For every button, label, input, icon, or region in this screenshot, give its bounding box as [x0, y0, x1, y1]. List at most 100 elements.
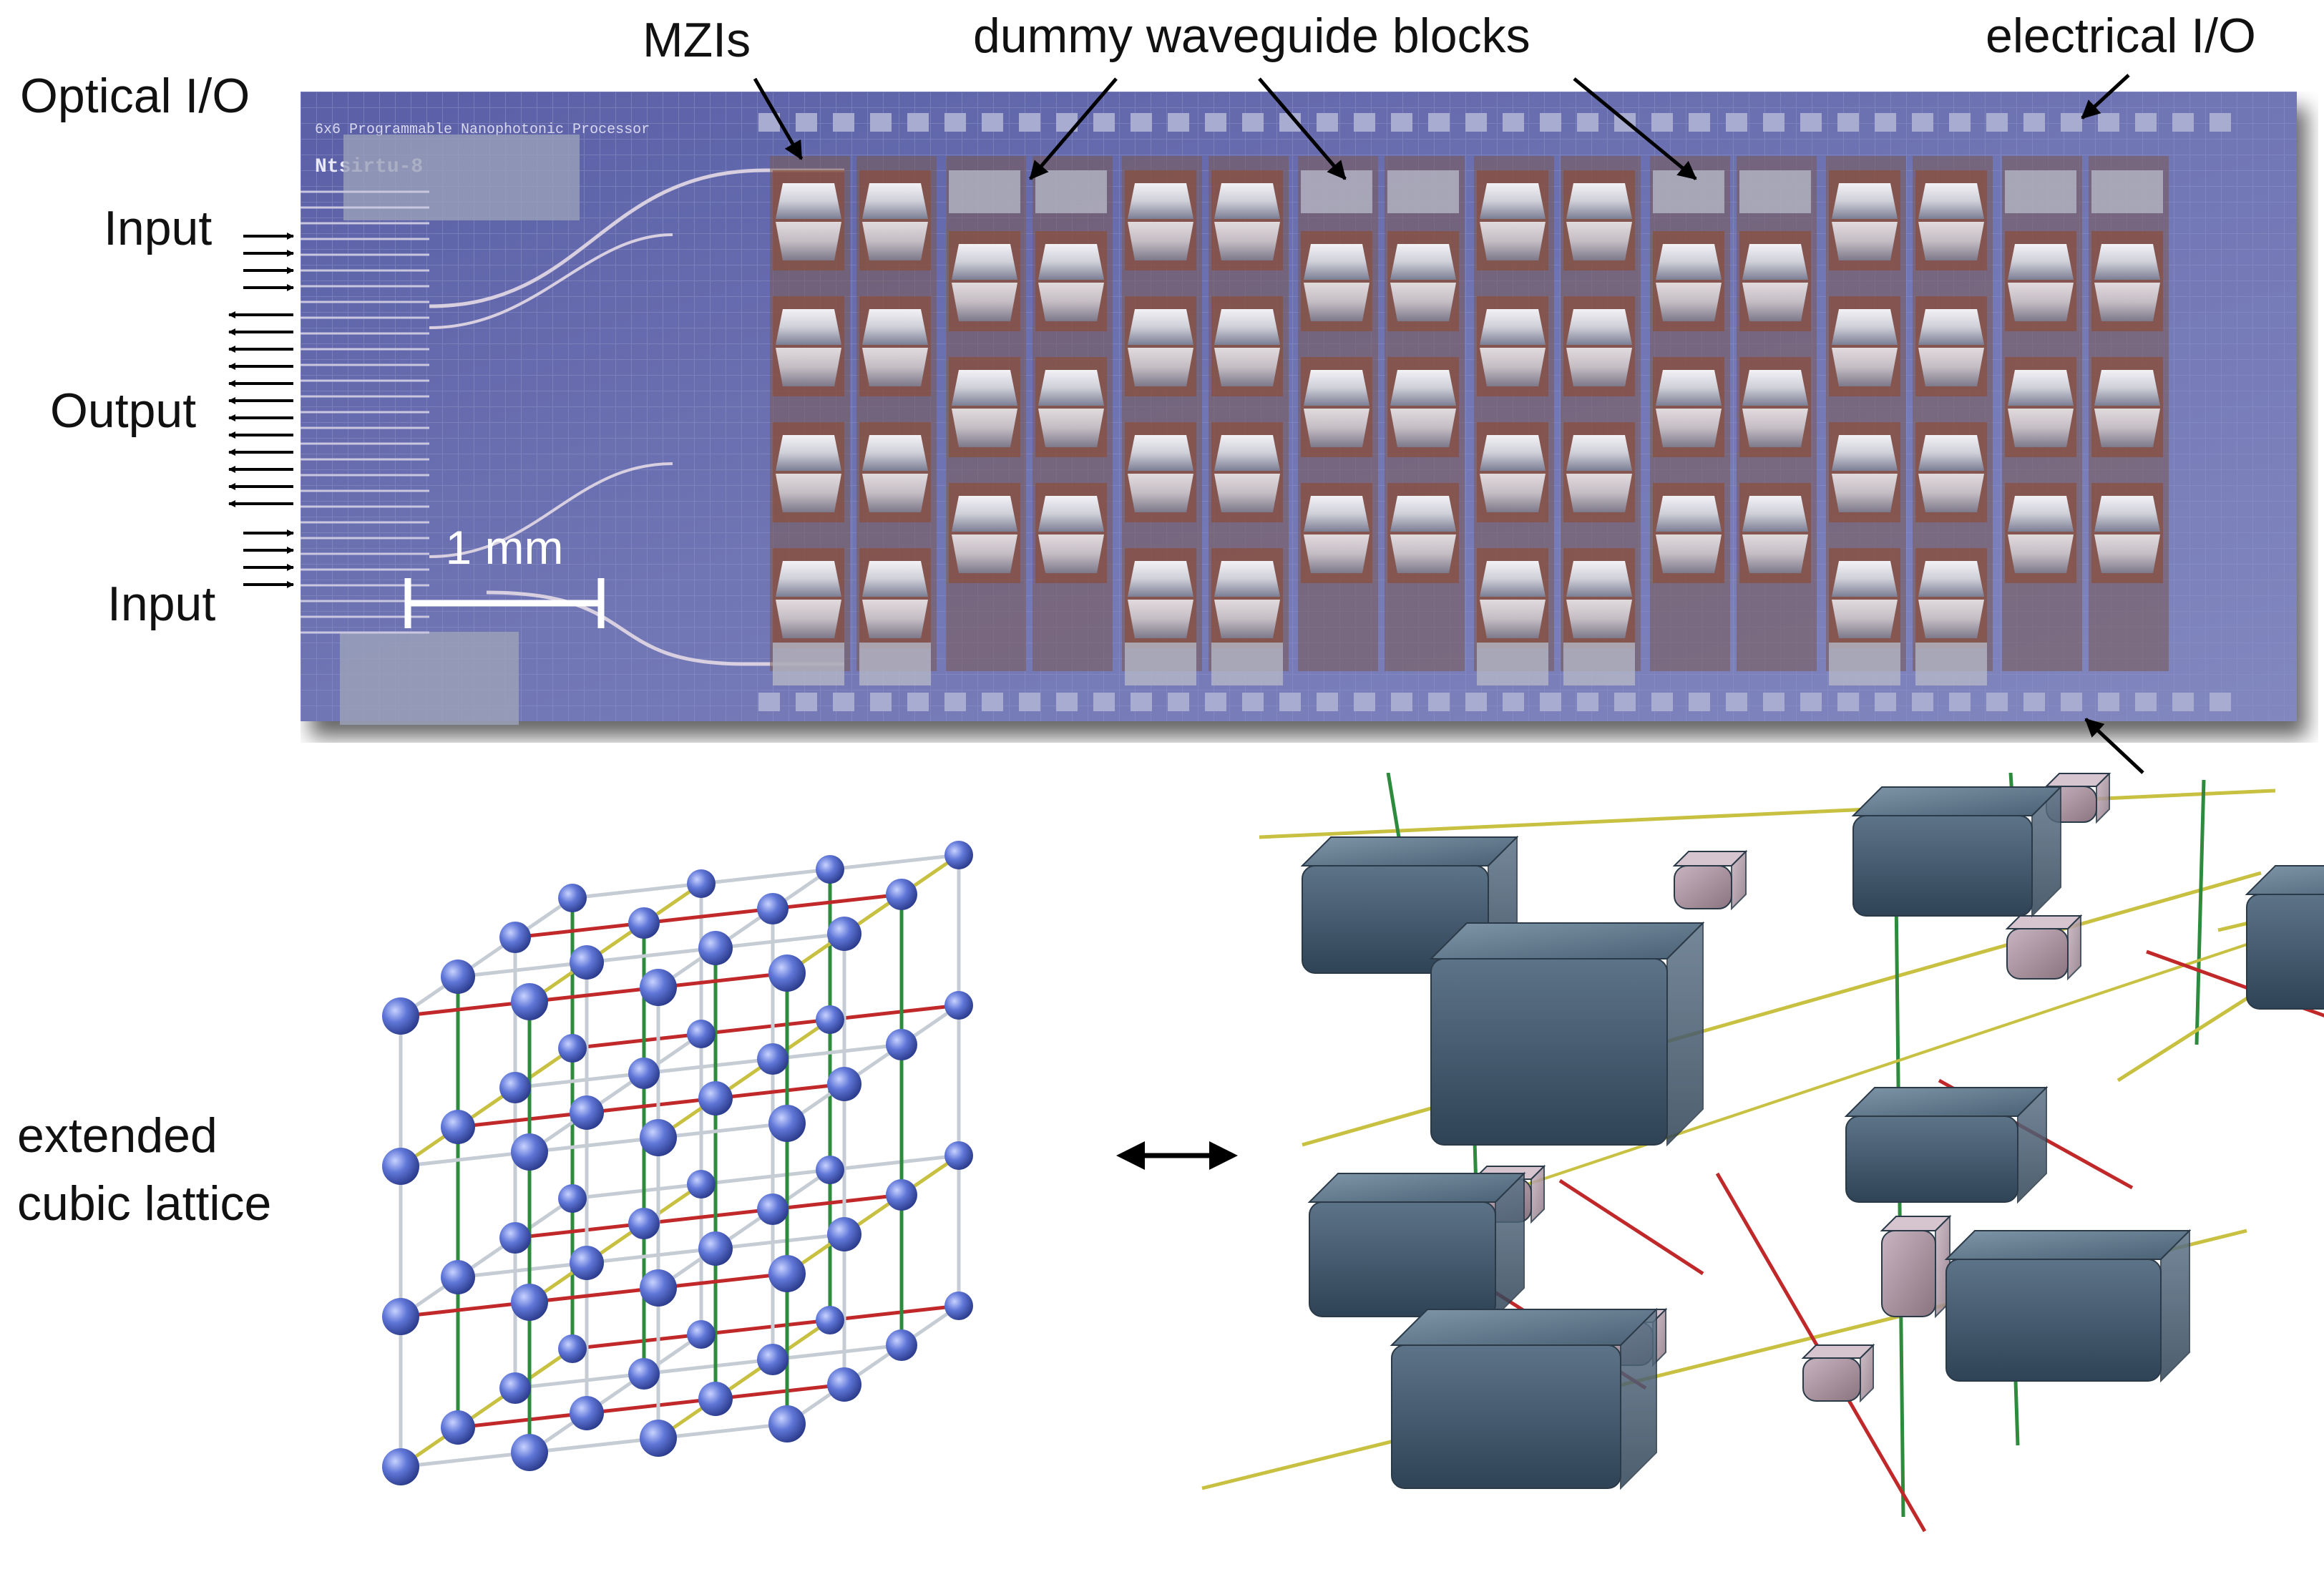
dummy-waveguide-block	[1829, 643, 1900, 685]
connector-cube	[1801, 1343, 1875, 1403]
electrical-pad	[1837, 693, 1859, 711]
connector-rod	[1894, 894, 1905, 1518]
mzi	[1563, 548, 1635, 648]
electrical-pad	[1986, 693, 2008, 711]
mzi	[1211, 296, 1283, 396]
electrical-pad	[1131, 113, 1152, 132]
mzi	[2005, 357, 2076, 457]
mzi	[1563, 296, 1635, 396]
lattice-node	[640, 969, 677, 1006]
mzi	[1653, 231, 1724, 331]
electrical-pad	[1651, 113, 1673, 132]
electrical-pad	[1168, 693, 1189, 711]
lattice-node	[382, 997, 419, 1035]
electrical-pad	[2172, 693, 2194, 711]
electrical-pad	[1540, 113, 1561, 132]
electrical-pad	[870, 693, 892, 711]
mzi	[949, 231, 1020, 331]
lattice-edge	[586, 1096, 716, 1115]
electrical-pad	[1651, 693, 1673, 711]
mzi	[773, 296, 844, 396]
lattice-node	[827, 1367, 861, 1402]
mzi	[1301, 357, 1372, 457]
electrical-pad	[1614, 113, 1636, 132]
dummy-waveguide-block	[1915, 643, 1987, 685]
electrical-pad	[1317, 113, 1338, 132]
lattice-edge	[715, 1382, 845, 1401]
electrical-pad	[796, 113, 817, 132]
mzis-label: MZIs	[643, 13, 751, 67]
lattice-edge	[700, 1168, 831, 1186]
mzi	[1915, 296, 1987, 396]
electrical-pad	[907, 693, 929, 711]
mzi	[1739, 357, 1811, 457]
dummy-waveguide-block	[2005, 170, 2076, 213]
mzi	[1829, 296, 1900, 396]
mzi	[1387, 357, 1459, 457]
lattice-node	[558, 1334, 587, 1363]
electrical-pad	[2210, 693, 2231, 711]
electrical-pad	[1875, 693, 1896, 711]
dummy-waveguide-block	[949, 170, 1020, 213]
lattice-edge	[643, 1357, 773, 1376]
electrical-pad	[1503, 113, 1524, 132]
dummy-waveguide-blocks-label: dummy waveguide blocks	[973, 9, 1530, 63]
lattice-caption-line2: cubic lattice	[17, 1176, 272, 1231]
lattice-node	[698, 1382, 733, 1416]
electrical-pad	[944, 693, 966, 711]
mzi	[1563, 170, 1635, 270]
electrical-io-label: electrical I/O	[1986, 9, 2256, 63]
waveguide-block-3d-diagram	[1201, 773, 2324, 1533]
connector-cube	[1880, 1214, 1952, 1319]
electrical-pad	[1726, 693, 1747, 711]
lattice-edge	[529, 1286, 659, 1304]
lattice-node	[382, 1298, 419, 1335]
lattice-node	[558, 1034, 587, 1063]
lattice-edge	[658, 971, 788, 990]
lattice-edge	[400, 1150, 530, 1168]
dummy-waveguide-block	[859, 643, 931, 685]
electrical-pad	[2172, 113, 2194, 132]
electrical-pad	[1242, 693, 1264, 711]
lattice-edge	[529, 985, 659, 1004]
electrical-pad	[2061, 693, 2082, 711]
mzi	[859, 170, 931, 270]
lattice-node	[499, 1372, 531, 1404]
lattice-edge	[772, 1043, 902, 1061]
electrical-pad	[1168, 113, 1189, 132]
scale-bar: 1 mm	[404, 521, 605, 628]
lattice-node	[944, 1141, 973, 1170]
lattice-edge	[700, 1318, 831, 1337]
lattice-edge	[586, 1246, 716, 1265]
output-label: Output	[50, 384, 197, 438]
dummy-waveguide-block	[1211, 643, 1283, 685]
lattice-edge	[514, 921, 645, 939]
lattice-edge	[572, 882, 702, 900]
electrical-pad	[1503, 693, 1524, 711]
electrical-pad	[944, 113, 966, 132]
lattice-node	[827, 1217, 861, 1251]
electrical-pad	[2135, 113, 2157, 132]
chip-engraving-title: 6x6 Programmable Nanophotonic Processor	[315, 122, 650, 138]
electrical-pad	[1279, 113, 1301, 132]
electrical-pad	[1131, 693, 1152, 711]
mzi	[949, 357, 1020, 457]
lattice-edge	[586, 946, 716, 965]
mzi	[859, 422, 931, 522]
electrical-pad	[1986, 113, 2008, 132]
electrical-pad	[1056, 693, 1078, 711]
lattice-edge	[529, 1436, 659, 1455]
cubic-lattice-diagram	[382, 841, 973, 1485]
mzi	[2091, 357, 2163, 457]
lattice-node	[768, 955, 806, 992]
electrical-pad	[1428, 693, 1450, 711]
mzi	[1125, 422, 1196, 522]
lattice-edge	[715, 932, 845, 950]
lattice-edge	[715, 1232, 845, 1251]
lattice-node	[687, 1020, 716, 1048]
lattice-node	[570, 1095, 604, 1130]
lattice-node	[827, 917, 861, 951]
lattice-node	[382, 1448, 419, 1485]
electrical-pad	[1763, 113, 1784, 132]
dummy-waveguide-block	[1387, 170, 1459, 213]
